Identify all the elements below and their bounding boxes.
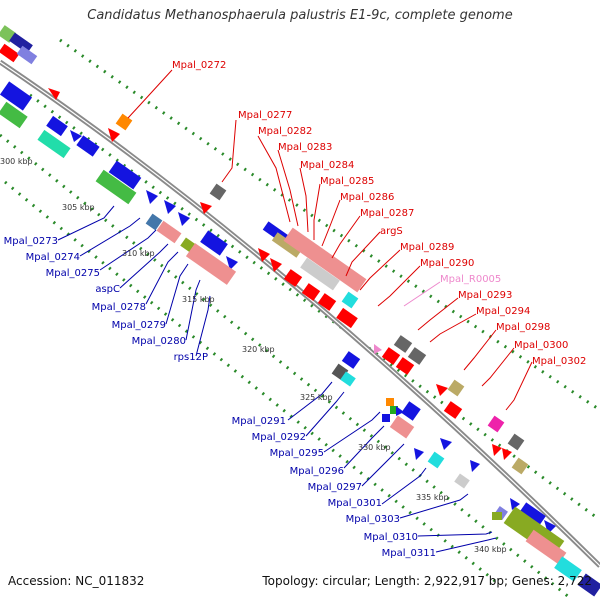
gene-label[interactable]: Mpal_0311 — [382, 548, 436, 559]
gene-label[interactable]: Mpal_0284 — [300, 160, 354, 171]
scale-label: 305 kbp — [62, 203, 95, 212]
reverse-gene-labels: Mpal_0273 Mpal_0274 Mpal_0275 aspC Mpal_… — [4, 236, 436, 559]
scale-label: 300 kbp — [0, 157, 33, 166]
forward-leader-lines — [127, 69, 533, 411]
gene-label[interactable]: Mpal_0278 — [92, 302, 146, 313]
gene-label[interactable]: Mpal_0277 — [238, 110, 292, 121]
gene-label[interactable]: Mpal_0297 — [308, 482, 362, 493]
gene-label[interactable]: Mpal_0302 — [532, 356, 586, 367]
scale-labels: 300 kbp 305 kbp 310 kbp 315 kbp 320 kbp … — [0, 157, 507, 554]
accession-label: Accession: NC_011832 — [8, 574, 145, 588]
rna-leader-line — [403, 281, 441, 307]
reverse-leader-lines — [57, 205, 497, 553]
gene-label[interactable]: Mpal_0301 — [328, 498, 382, 509]
scale-label: 340 kbp — [474, 545, 507, 554]
gene-label[interactable]: Mpal_0293 — [458, 290, 512, 301]
gene-label[interactable]: Mpal_0283 — [278, 142, 332, 153]
gene-label[interactable]: Mpal_0274 — [26, 252, 80, 263]
gene-label[interactable]: Mpal_0289 — [400, 242, 454, 253]
map-title: Candidatus Methanosphaerula palustris E1… — [87, 8, 513, 23]
gene-label[interactable]: Mpal_0280 — [132, 336, 186, 347]
scale-label: 325 kbp — [300, 393, 333, 402]
gene-label[interactable]: Mpal_R0005 — [440, 274, 501, 285]
scale-label: 320 kbp — [242, 345, 275, 354]
gene-label[interactable]: Mpal_0310 — [364, 532, 418, 543]
gene-label[interactable]: Mpal_0294 — [476, 306, 530, 317]
gene-label[interactable]: aspC — [95, 284, 120, 295]
gene-label[interactable]: Mpal_0275 — [46, 268, 100, 279]
gene-label[interactable]: Mpal_0273 — [4, 236, 58, 247]
forward-gene-labels: Mpal_0272 Mpal_0277 Mpal_0282 Mpal_0283 … — [172, 60, 586, 367]
gene-label[interactable]: Mpal_0292 — [252, 432, 306, 443]
topology-label: Topology: circular; Length: 2,922,917 bp… — [262, 574, 592, 588]
gene-label[interactable]: Mpal_0279 — [112, 320, 166, 331]
scale-label: 335 kbp — [416, 493, 449, 502]
gene-label[interactable]: Mpal_0303 — [346, 514, 400, 525]
scale-label: 315 kbp — [182, 295, 215, 304]
gene-label[interactable]: argS — [380, 226, 403, 237]
gene-label[interactable]: Mpal_0291 — [232, 416, 286, 427]
gene-label[interactable]: Mpal_0287 — [360, 208, 414, 219]
gene-label[interactable]: Mpal_0295 — [270, 448, 324, 459]
gene-label[interactable]: Mpal_0286 — [340, 192, 394, 203]
gene-label[interactable]: Mpal_0296 — [290, 466, 344, 477]
gene-label[interactable]: rps12P — [174, 352, 208, 363]
gene-label[interactable]: Mpal_0298 — [496, 322, 550, 333]
gene-label[interactable]: Mpal_0272 — [172, 60, 226, 71]
scale-label: 330 kbp — [358, 443, 391, 452]
gene-label[interactable]: Mpal_0282 — [258, 126, 312, 137]
gene-label[interactable]: Mpal_0285 — [320, 176, 374, 187]
gene-features — [0, 25, 600, 597]
scale-label: 310 kbp — [122, 249, 155, 258]
gene-label[interactable]: Mpal_0290 — [420, 258, 474, 269]
gene-label[interactable]: Mpal_0300 — [514, 340, 568, 351]
